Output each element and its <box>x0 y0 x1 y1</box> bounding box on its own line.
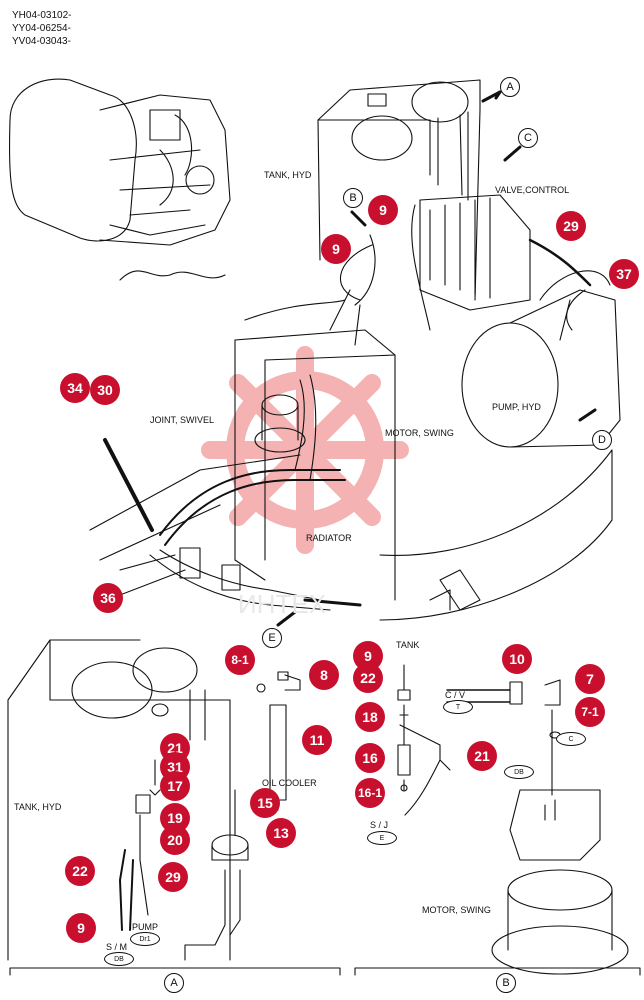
detail-section-b <box>354 664 641 976</box>
callout-13: 13 <box>266 818 296 848</box>
callout-9-a: 9 <box>66 913 96 943</box>
label-pump-hyd: PUMP, HYD <box>492 402 541 412</box>
machine-overview-inset <box>8 78 231 246</box>
label-cv: C / V <box>445 690 466 700</box>
callout-16: 16 <box>355 743 385 773</box>
label-tank: TANK <box>396 640 420 650</box>
label-tank-hyd-top: TANK, HYD <box>264 170 312 180</box>
callout-29: 29 <box>556 211 586 241</box>
callout-9-b: 9 <box>321 234 351 264</box>
callout-22-b: 22 <box>353 663 383 693</box>
upper-structure <box>89 79 621 627</box>
callout-8-1: 8-1 <box>225 645 255 675</box>
label-motor-swing-mid: MOTOR, SWING <box>385 428 454 438</box>
section-b-label: B <box>496 973 516 993</box>
label-sm: S / M <box>106 942 128 952</box>
label-oil-cooler: OIL COOLER <box>262 778 317 788</box>
callout-17: 17 <box>160 771 190 801</box>
view-c-top: C <box>518 128 538 148</box>
callout-10: 10 <box>502 644 532 674</box>
label-tank-hyd-bottom: TANK, HYD <box>14 802 62 812</box>
tag-t: T <box>443 700 473 714</box>
view-b-top: B <box>343 188 363 208</box>
view-e-bottom: E <box>262 628 282 648</box>
detail-section-a <box>7 639 341 976</box>
serial-2: YY04-06254- <box>12 23 71 34</box>
callout-7-1: 7-1 <box>575 697 605 727</box>
label-radiator: RADIATOR <box>306 533 352 543</box>
section-a-label: A <box>164 973 184 993</box>
callout-18: 18 <box>355 702 385 732</box>
callout-7: 7 <box>575 664 605 694</box>
callout-16-1: 16-1 <box>355 778 385 808</box>
serial-1: YH04-03102- <box>12 10 72 21</box>
tag-e: E <box>367 831 397 845</box>
tag-c: C <box>556 732 586 746</box>
tag-dr1: Dr1 <box>130 932 160 946</box>
label-joint-swivel: JOINT, SWIVEL <box>150 415 215 425</box>
callout-9-valve: 9 <box>368 195 398 225</box>
callout-34: 34 <box>60 373 90 403</box>
watermark-text: ИНТЕХ <box>238 589 327 619</box>
view-d-right: D <box>592 430 612 450</box>
callout-30: 30 <box>90 375 120 405</box>
callout-36: 36 <box>93 583 123 613</box>
callout-15: 15 <box>250 788 280 818</box>
watermark-gear-icon <box>201 346 409 554</box>
label-sj: S / J <box>370 820 389 830</box>
tag-db-left: DB <box>104 952 134 966</box>
view-a-top: A <box>500 77 520 97</box>
callout-22-a: 22 <box>65 856 95 886</box>
callout-8: 8 <box>309 660 339 690</box>
label-motor-swing-bottom: MOTOR, SWING <box>422 905 491 915</box>
tag-db-right: DB <box>504 765 534 779</box>
callout-11: 11 <box>302 725 332 755</box>
label-valve-control: VALVE,CONTROL <box>495 185 570 195</box>
callout-20: 20 <box>160 825 190 855</box>
callout-37: 37 <box>609 259 639 289</box>
callout-29-a: 29 <box>158 862 188 892</box>
label-pump: PUMP <box>132 922 159 932</box>
serial-3: YV04-03043- <box>12 36 71 47</box>
callout-21-b: 21 <box>467 741 497 771</box>
